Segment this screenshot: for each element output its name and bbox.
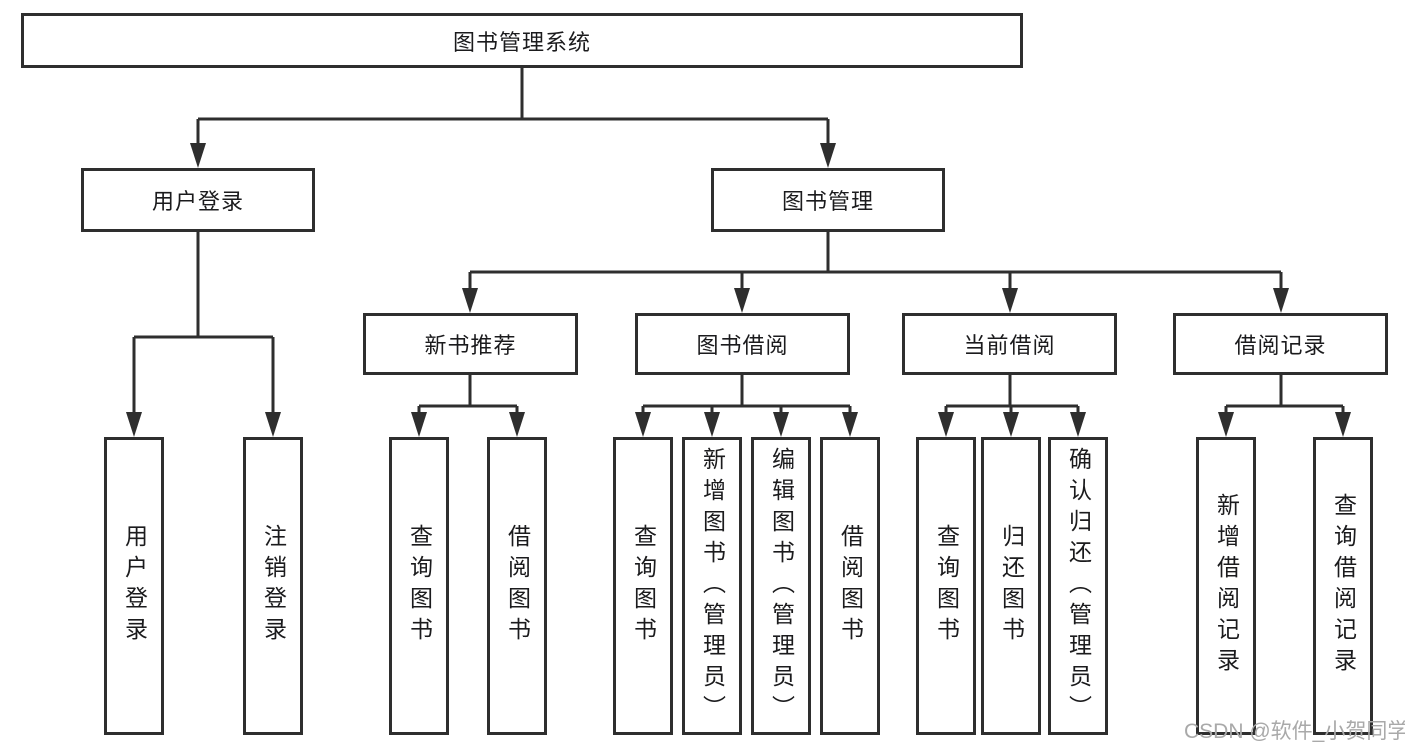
node-book-borrowing: 图书借阅 <box>635 313 850 375</box>
node-label: 图书管理系统 <box>452 29 591 55</box>
node-label: 借阅图书 <box>837 524 864 648</box>
node-label: 当前借阅 <box>963 333 1056 358</box>
leaf-borrow-books-recommend: 借阅图书 <box>487 437 547 735</box>
node-label: 确认归还（管理员） <box>1065 446 1092 726</box>
node-label: 编辑图书（管理员） <box>768 446 795 726</box>
csdn-watermark: CSDN @软件_小贺同学 <box>1184 720 1405 743</box>
leaf-add-books-admin: 新增图书（管理员） <box>682 437 742 735</box>
node-label: 用户登录 <box>151 189 244 214</box>
leaf-add-borrow-record: 新增借阅记录 <box>1196 437 1256 735</box>
node-current-borrowing: 当前借阅 <box>902 313 1117 375</box>
leaf-borrow-books: 借阅图书 <box>820 437 880 735</box>
node-new-book-recommendation: 新书推荐 <box>363 313 578 375</box>
node-label: 查询图书 <box>933 524 960 648</box>
node-label: 查询图书 <box>406 524 433 648</box>
node-label: 注销登录 <box>260 524 287 648</box>
leaf-confirm-return-admin: 确认归还（管理员） <box>1048 437 1108 735</box>
leaf-user-login: 用户登录 <box>104 437 164 735</box>
node-label: 查询借阅记录 <box>1330 493 1357 679</box>
node-label: 借阅图书 <box>504 524 531 648</box>
node-label: 图书管理 <box>781 189 874 214</box>
node-label: 新书推荐 <box>424 333 517 358</box>
leaf-return-books: 归还图书 <box>981 437 1041 735</box>
node-user-login: 用户登录 <box>81 168 315 232</box>
leaf-query-borrow-record: 查询借阅记录 <box>1313 437 1373 735</box>
leaf-query-books-borrowing: 查询图书 <box>613 437 673 735</box>
node-label: 借阅记录 <box>1234 333 1327 358</box>
leaf-query-books-current: 查询图书 <box>916 437 976 735</box>
leaf-edit-books-admin: 编辑图书（管理员） <box>751 437 811 735</box>
node-library-management-system: 图书管理系统 <box>21 13 1023 68</box>
leaf-logout-login: 注销登录 <box>243 437 303 735</box>
node-label: 归还图书 <box>998 524 1025 648</box>
node-label: 图书借阅 <box>696 333 789 358</box>
leaf-query-books-recommend: 查询图书 <box>389 437 449 735</box>
node-label: 用户登录 <box>121 524 148 648</box>
node-label: 新增图书（管理员） <box>699 446 726 726</box>
node-label: 查询图书 <box>630 524 657 648</box>
node-borrowing-records: 借阅记录 <box>1173 313 1388 375</box>
node-book-management: 图书管理 <box>711 168 945 232</box>
node-label: 新增借阅记录 <box>1213 493 1240 679</box>
